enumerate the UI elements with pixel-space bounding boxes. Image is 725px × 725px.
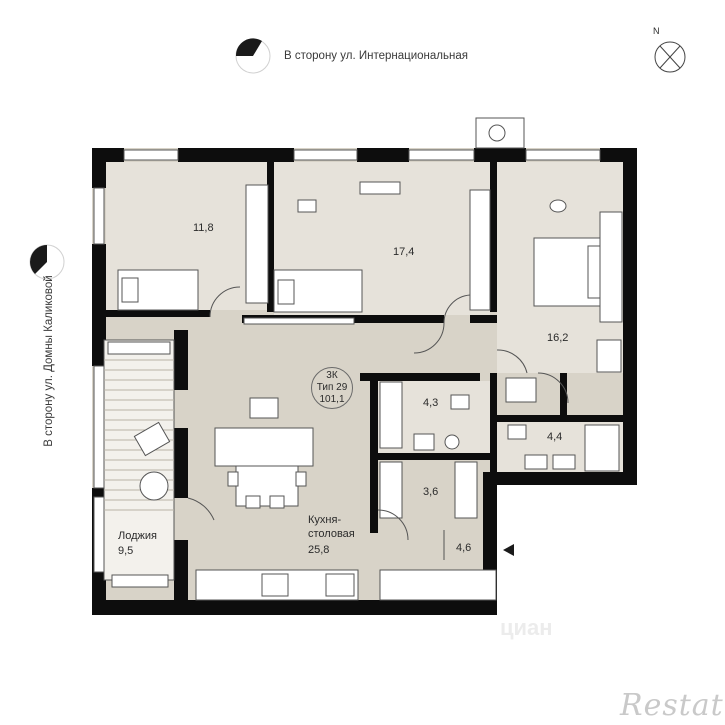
watermark-restate: Restate xyxy=(620,688,725,723)
street-label-left: В сторону ул. Домны Каликовой xyxy=(43,275,55,447)
outer-walls xyxy=(92,148,637,615)
room-area-bedroom3: 16,2 xyxy=(547,332,569,344)
room-area-loggia: 9,5 xyxy=(118,545,134,557)
apartment-rooms: 3К xyxy=(326,370,338,381)
apartment-type: Тип 29 xyxy=(316,382,348,393)
apartment-area: 101,1 xyxy=(319,394,345,405)
room-name-kitchen-1: Кухня- xyxy=(308,514,342,526)
room-area-bedroom2: 17,4 xyxy=(393,246,415,258)
room-area-hall: 4,6 xyxy=(456,542,472,554)
apartment-badge: 3К Тип 29 101,1 xyxy=(311,367,353,409)
room-area-bath2: 4,4 xyxy=(547,431,563,443)
room-area-bath1: 4,3 xyxy=(423,397,439,409)
compass-icon xyxy=(654,41,686,73)
room-area-closet: 3,6 xyxy=(423,486,439,498)
room-area-bedroom1: 11,8 xyxy=(193,222,214,234)
door-arcs xyxy=(187,286,569,560)
entrance-arrow xyxy=(503,544,514,556)
street-label-top: В сторону ул. Интернациональная xyxy=(284,50,468,62)
room-name-kitchen-2: столовая xyxy=(308,528,355,540)
sun-icon-left xyxy=(29,244,65,280)
watermark-cian: циан xyxy=(500,615,553,640)
loggia xyxy=(103,339,175,588)
north-label: N xyxy=(653,26,660,36)
windows xyxy=(93,149,601,573)
furniture xyxy=(117,117,623,601)
room-name-loggia: Лоджия xyxy=(118,530,157,542)
room-area-kitchen: 25,8 xyxy=(308,544,330,556)
sun-icon-top xyxy=(235,38,271,74)
